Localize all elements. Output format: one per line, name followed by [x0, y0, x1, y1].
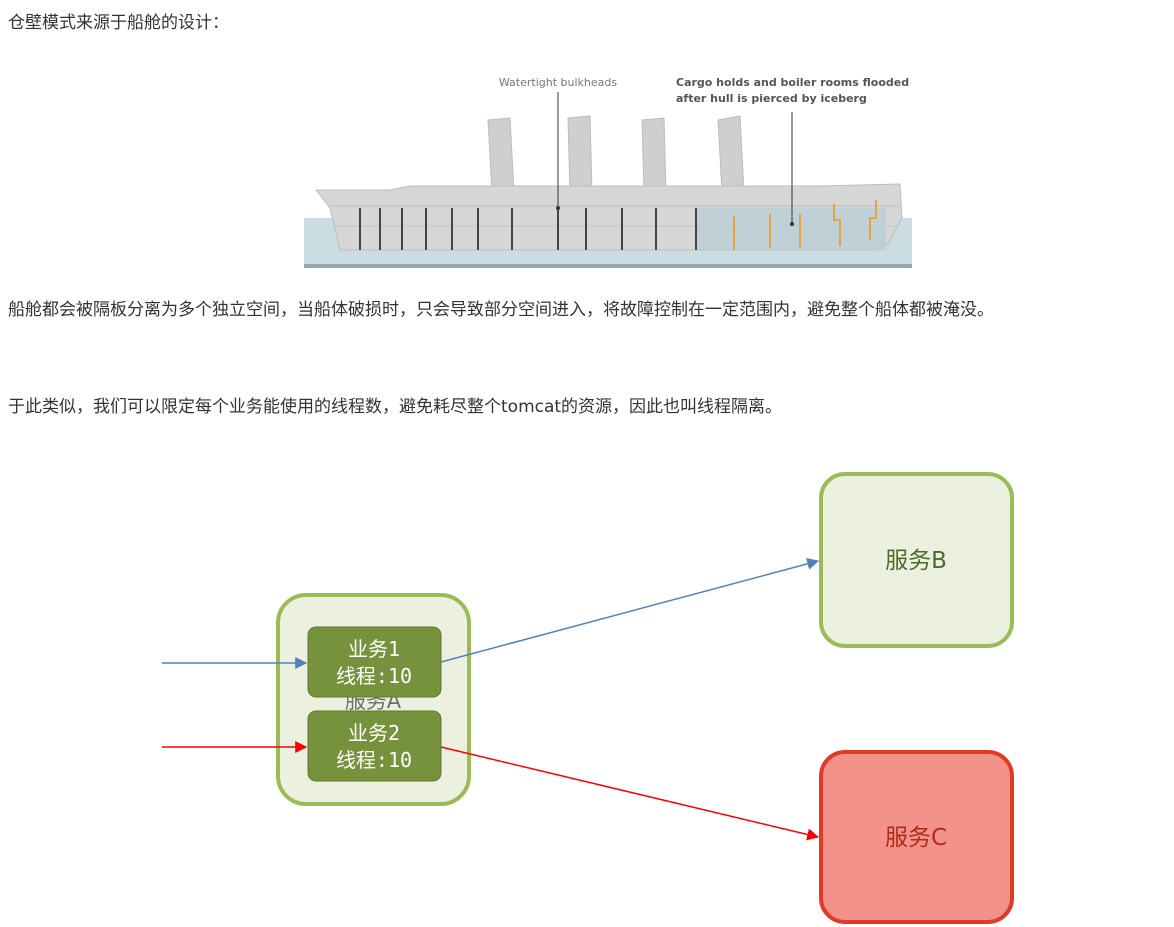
flooded-label-line1: Cargo holds and boiler rooms flooded: [676, 76, 909, 89]
analogy-text: 于此类似，我们可以限定每个业务能使用的线程数，避免耗尽整个tomcat的资源，因…: [8, 397, 783, 417]
ship-funnel-3: [641, 117, 667, 193]
flooded-bulkhead: [833, 204, 841, 246]
flooded-label-line2: after hull is pierced by iceberg: [676, 92, 867, 105]
business-1-box: 业务1 线程:10: [307, 626, 442, 698]
flooded-compartments: [696, 208, 886, 250]
ship-funnel-2: [567, 115, 593, 193]
thread-isolation-diagram: 服务A 业务1 线程:10 业务2 线程:10 服务B 服务C: [162, 472, 1014, 924]
business-2-box: 业务2 线程:10: [307, 710, 442, 782]
flooded-callout-dot: [790, 222, 794, 226]
ship-bulkhead-illustration: Watertight bulkheads Cargo holds and boi…: [300, 58, 916, 273]
bulkheads-callout-dot: [556, 206, 560, 210]
business-1-threads: 线程:10: [336, 664, 412, 688]
service-b-label: 服务B: [885, 548, 947, 574]
ship-funnel-1: [487, 117, 515, 193]
flooded-bulkhead: [869, 200, 877, 240]
business-1-name: 业务1: [348, 637, 400, 661]
service-b-box: 服务B: [819, 472, 1014, 648]
ship-funnel-4: [717, 115, 745, 193]
arrow-business-1-to-service-b: [440, 557, 820, 663]
business-2-threads: 线程:10: [336, 748, 412, 772]
bulkheads-label: Watertight bulkheads: [499, 76, 617, 89]
service-c-label: 服务C: [885, 825, 947, 851]
intro-text: 仓壁模式来源于船舱的设计：: [8, 13, 229, 33]
service-c-box: 服务C: [819, 750, 1014, 924]
explanation-text: 船舱都会被隔板分离为多个独立空间，当船体破损时，只会导致部分空间进入，将故障控制…: [8, 300, 994, 320]
business-2-name: 业务2: [348, 721, 400, 745]
arrow-business-2-to-service-c: [440, 746, 820, 841]
seabed-line: [304, 264, 912, 268]
